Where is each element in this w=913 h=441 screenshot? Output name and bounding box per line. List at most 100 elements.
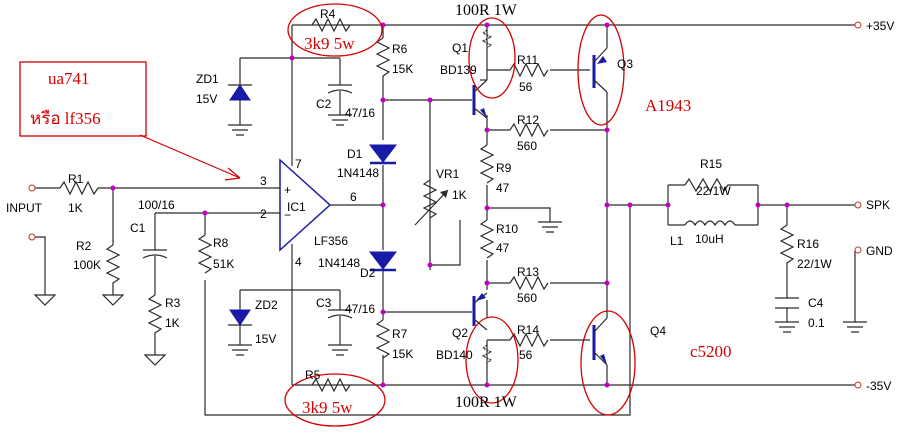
svg-text:BD139: BD139 [440, 63, 477, 77]
svg-text:Q2: Q2 [452, 326, 468, 340]
c3-symbol [327, 309, 353, 345]
diodes [228, 84, 398, 345]
svg-text:R8: R8 [213, 236, 229, 250]
svg-text:1N4148: 1N4148 [337, 166, 379, 180]
svg-text:47: 47 [496, 181, 510, 195]
svg-text:R10: R10 [496, 222, 518, 236]
svg-text:R14: R14 [517, 323, 539, 337]
r16-symbol [779, 224, 795, 270]
svg-text:56: 56 [519, 80, 533, 94]
svg-text:47: 47 [496, 241, 510, 255]
r4-ring [287, 3, 383, 57]
svg-text:Q3: Q3 [617, 57, 633, 71]
c1-symbol [142, 249, 168, 295]
svg-text:15K: 15K [392, 62, 413, 76]
q4-symbol [592, 317, 608, 366]
terminals [28, 21, 862, 389]
r7-symbol [375, 319, 391, 359]
svg-text:15V: 15V [255, 332, 276, 346]
r5-value: 3k9 5w [302, 398, 353, 417]
q3-part: A1943 [645, 96, 691, 115]
svg-text:SPK: SPK [866, 198, 890, 212]
svg-text:R7: R7 [392, 327, 408, 341]
svg-text:Q1: Q1 [452, 41, 468, 55]
wires [35, 24, 856, 416]
svg-text:R6: R6 [392, 42, 408, 56]
svg-text:56: 56 [519, 348, 533, 362]
svg-text:15V: 15V [196, 92, 217, 106]
svg-text:560: 560 [517, 291, 537, 305]
r13-symbol [509, 275, 549, 291]
svg-text:ZD1: ZD1 [196, 72, 219, 86]
resistors [59, 17, 795, 393]
r1-symbol [59, 180, 99, 196]
svg-text:1K: 1K [452, 188, 467, 202]
q4-part: c5200 [690, 342, 732, 361]
svg-text:D2: D2 [360, 266, 376, 280]
r5-ring [284, 373, 386, 427]
svg-text:VR1: VR1 [436, 167, 460, 181]
svg-text:+: + [284, 183, 291, 197]
q1-ring [468, 17, 516, 99]
q2-bias-resistor [481, 344, 493, 364]
svg-text:47/16: 47/16 [345, 106, 375, 120]
r3-symbol [147, 294, 163, 355]
junctions [110, 22, 790, 388]
zd1-symbol [228, 84, 252, 125]
opamp-note-box [19, 61, 147, 137]
svg-text:Q4: Q4 [650, 324, 666, 338]
svg-text:7: 7 [295, 157, 302, 171]
svg-text:1K: 1K [165, 316, 180, 330]
svg-text:C4: C4 [808, 296, 824, 310]
svg-text:−: − [284, 208, 291, 222]
labels: ua741 หรือ lf356 3k9 5w 3k9 5w 100R 1W 1… [6, 2, 894, 417]
r12-symbol [509, 122, 549, 138]
svg-text:GND: GND [866, 244, 893, 258]
svg-text:LF356: LF356 [314, 234, 348, 248]
svg-text:51K: 51K [213, 257, 234, 271]
opamp-note-line1: ua741 [48, 69, 90, 88]
svg-text:L1: L1 [670, 234, 684, 248]
svg-text:C3: C3 [316, 296, 332, 310]
svg-text:R15: R15 [700, 157, 722, 171]
svg-text:BD140: BD140 [436, 348, 473, 362]
svg-text:22/1W: 22/1W [696, 184, 731, 198]
r9-symbol [479, 144, 495, 184]
svg-text:D1: D1 [347, 147, 363, 161]
svg-text:C2: C2 [316, 97, 332, 111]
svg-text:IC1: IC1 [287, 200, 306, 214]
l1-symbol [684, 220, 736, 227]
annotations [19, 3, 636, 427]
svg-text:R3: R3 [165, 296, 181, 310]
svg-text:-35V: -35V [866, 379, 891, 393]
svg-text:R5: R5 [305, 368, 321, 382]
r10-symbol [479, 219, 495, 259]
svg-text:6: 6 [350, 190, 357, 204]
svg-text:R9: R9 [496, 161, 512, 175]
c4-symbol [775, 297, 799, 309]
svg-text:100/16: 100/16 [138, 198, 175, 212]
svg-text:47/16: 47/16 [345, 302, 375, 316]
grounds [33, 114, 867, 366]
svg-text:R16: R16 [797, 237, 819, 251]
svg-text:C1: C1 [130, 221, 146, 235]
svg-text:+35V: +35V [866, 19, 894, 33]
transistors [472, 47, 608, 366]
q2-symbol [472, 292, 488, 331]
zd2-symbol [228, 309, 252, 345]
q1-bias-resistor [481, 29, 493, 49]
r15-symbol [684, 177, 735, 193]
q2-ring [465, 316, 519, 404]
svg-text:R4: R4 [320, 7, 336, 21]
svg-text:INPUT: INPUT [6, 201, 43, 215]
q3-ring [577, 14, 625, 126]
svg-text:0.1: 0.1 [808, 316, 825, 330]
svg-text:560: 560 [517, 139, 537, 153]
svg-text:10uH: 10uH [695, 232, 724, 246]
r6-symbol [375, 37, 391, 80]
r2-symbol [105, 244, 121, 295]
ic1-symbol [260, 150, 332, 265]
d1-symbol [368, 144, 398, 165]
svg-text:ZD2: ZD2 [255, 298, 278, 312]
